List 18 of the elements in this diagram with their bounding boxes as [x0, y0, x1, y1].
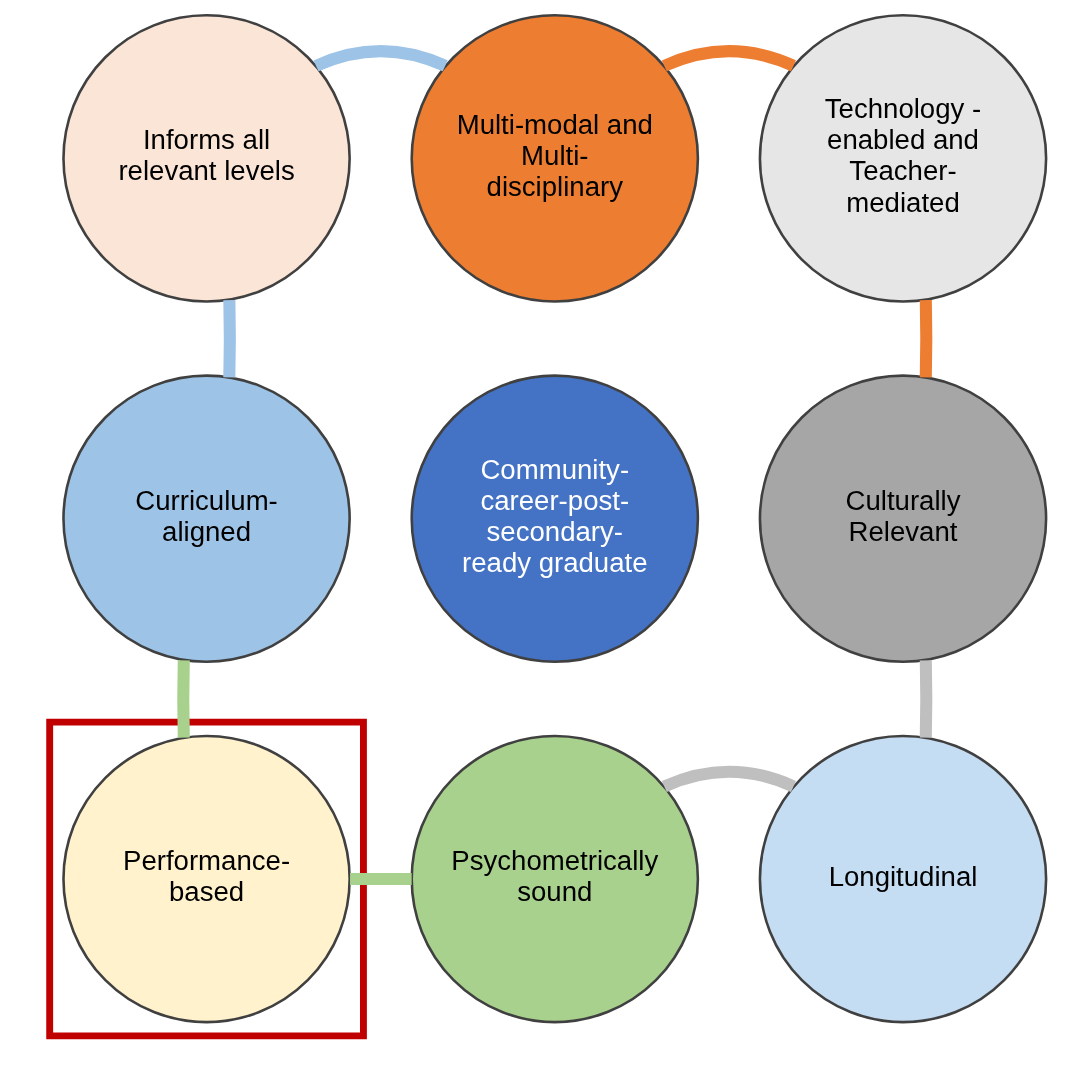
node-circle: Multi-modal and Multi-disciplinary [410, 14, 700, 303]
connector [350, 872, 412, 886]
node-circle: Longitudinal [758, 734, 1048, 1024]
node-circle: Psychometrically sound [410, 734, 700, 1024]
connector [223, 300, 236, 378]
connector [661, 765, 796, 793]
node-circle: Informs all relevant levels [62, 14, 351, 303]
node-circle: Technology -enabled and Teacher-mediated [758, 14, 1048, 303]
node-circle: Culturally Relevant [758, 374, 1048, 664]
node-circle: Curriculum-aligned [62, 374, 351, 664]
connector [177, 660, 190, 738]
connector [313, 45, 448, 72]
node-circle: Performance-based [62, 734, 351, 1024]
connector [661, 45, 796, 72]
node-circle: Community-career-post-secondary-ready graduate [410, 374, 700, 664]
cluster [46, 718, 367, 1040]
connector [919, 660, 933, 738]
connector [919, 300, 933, 378]
